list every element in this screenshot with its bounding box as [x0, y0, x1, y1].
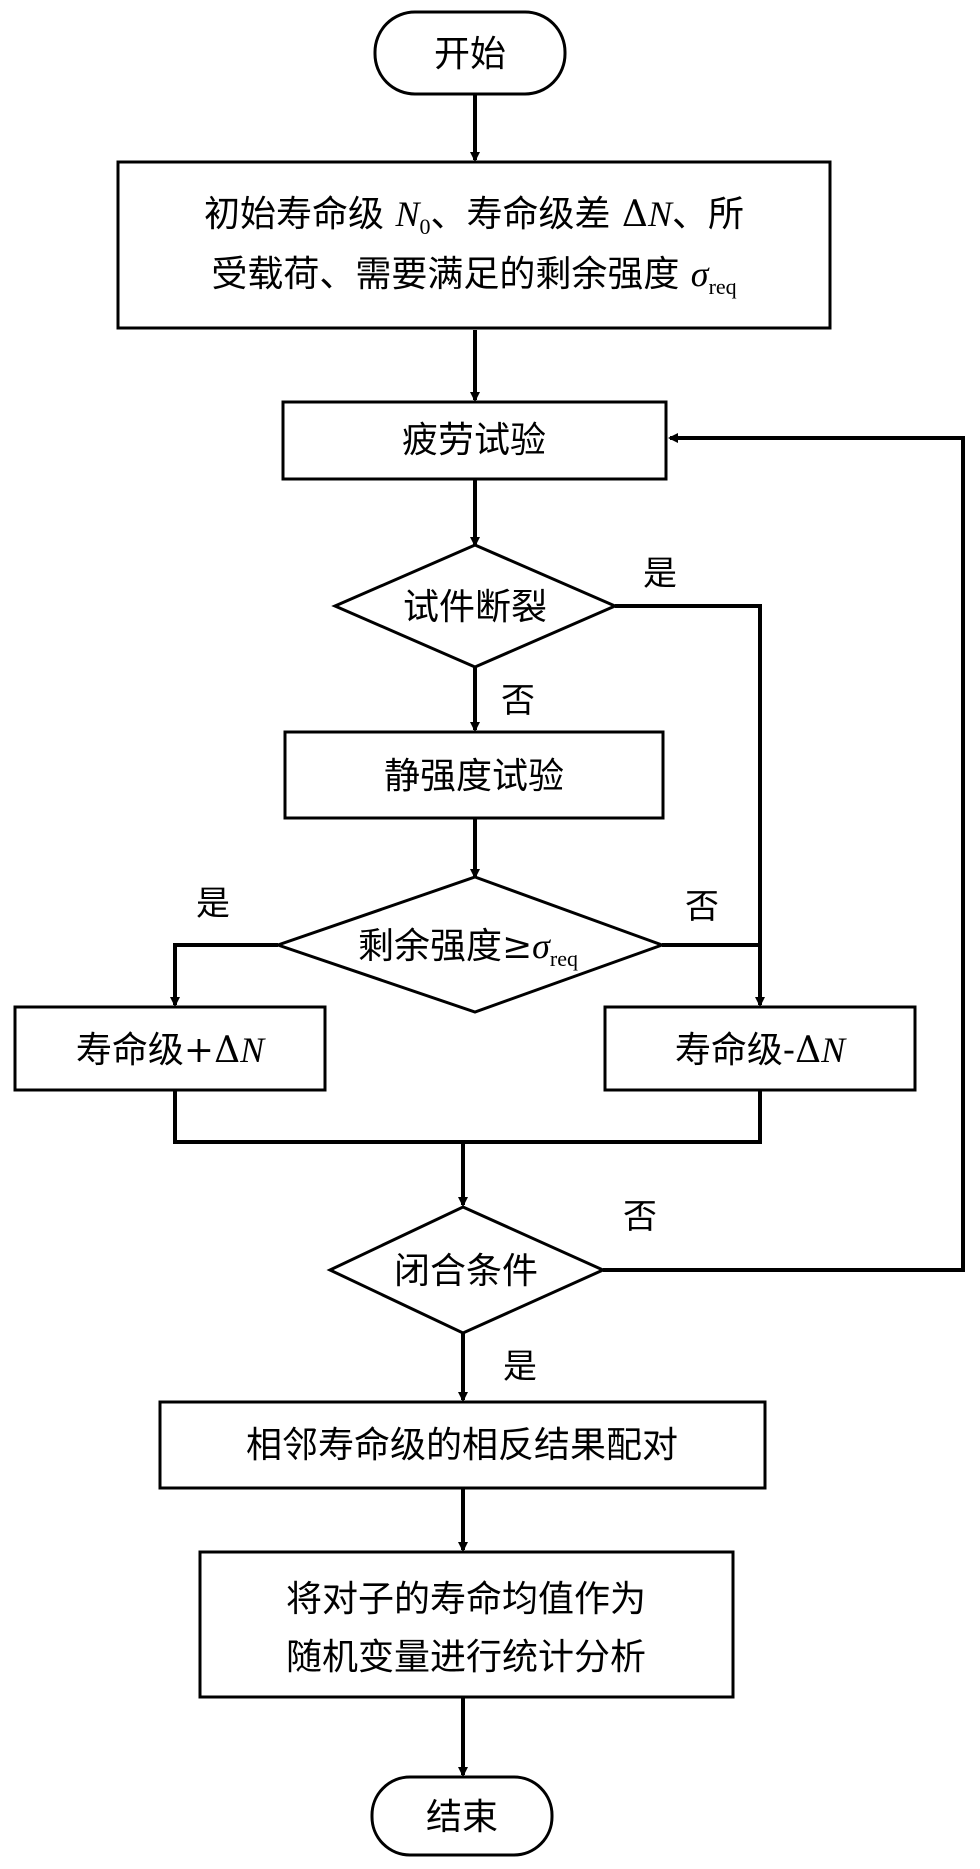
- specimen-fracture-label: 试件断裂: [403, 587, 547, 628]
- pairing-label: 相邻寿命级的相反结果配对: [246, 1425, 678, 1466]
- fracture-yes-label: 是: [643, 554, 677, 594]
- input-parameters-box: [118, 162, 830, 328]
- start-label: 开始: [434, 34, 506, 75]
- closure-no-label: 否: [623, 1197, 657, 1237]
- residual-no-label: 否: [685, 887, 719, 927]
- input-line-1: 初始寿命级 N0、寿命级差 ΔN、所: [204, 194, 744, 239]
- life-level-minus-label: 寿命级-ΔN: [675, 1030, 847, 1071]
- closure-condition-label: 闭合条件: [394, 1251, 538, 1292]
- residual-yes-label: 是: [196, 884, 230, 924]
- analysis-line-1: 将对子的寿命均值作为: [286, 1579, 646, 1620]
- fatigue-test-label: 疲劳试验: [402, 420, 546, 461]
- closure-yes-label: 是: [503, 1347, 537, 1387]
- input-line-2: 受载荷、需要满足的剩余强度 σreq: [211, 254, 736, 299]
- edge-residual-yes-to-plus: [175, 945, 278, 1005]
- fracture-no-label: 否: [501, 681, 535, 721]
- analysis-line-2: 随机变量进行统计分析: [286, 1637, 646, 1678]
- static-test-label: 静强度试验: [384, 756, 564, 797]
- life-level-plus-label: 寿命级+ΔN: [76, 1030, 266, 1071]
- residual-strength-label: 剩余强度≥σreq: [358, 926, 578, 971]
- end-label: 结束: [426, 1797, 498, 1838]
- edge-plus-merge: [175, 1090, 760, 1142]
